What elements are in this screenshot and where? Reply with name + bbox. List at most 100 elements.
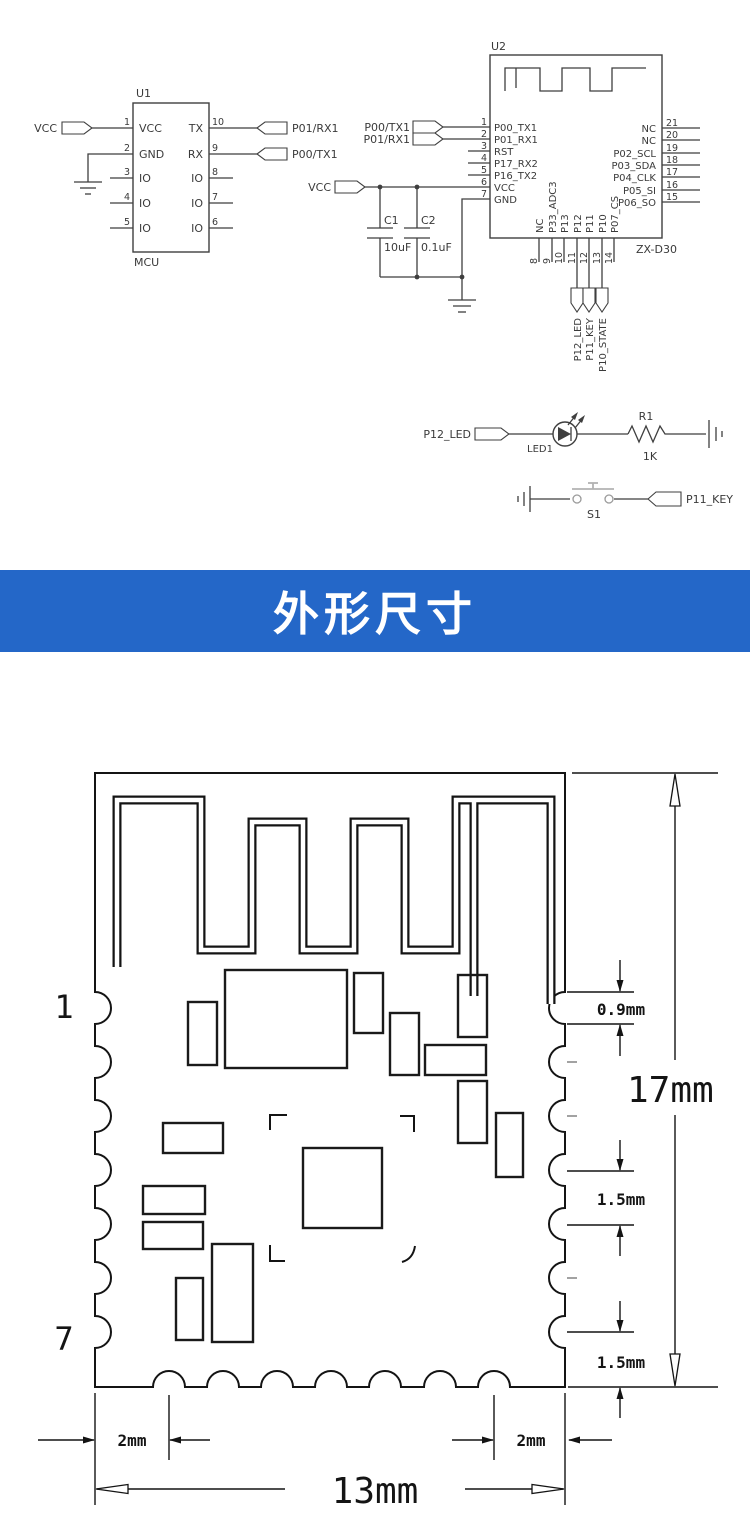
u1-pin-number: 6 xyxy=(212,217,218,228)
component xyxy=(210,1242,255,1344)
u2-pin-number: 4 xyxy=(481,153,487,164)
u1-ref: U1 xyxy=(136,87,151,100)
u2-ground-icon xyxy=(448,299,476,313)
u1-pin-number: 8 xyxy=(212,167,218,178)
u2-pin-number: 5 xyxy=(481,165,487,176)
shield-corner-mark xyxy=(400,1115,415,1132)
u2-pin-number: 19 xyxy=(666,143,678,154)
u1-pin-number: 7 xyxy=(212,192,218,203)
resistor-icon xyxy=(627,424,670,444)
u1-pin-number: 4 xyxy=(124,192,130,203)
dim-width-text: 13mm xyxy=(332,1471,419,1512)
u2-pin-name: P12 xyxy=(573,214,584,233)
component xyxy=(186,1000,219,1067)
dim-pitch-bottom-text: 1.5mm xyxy=(597,1353,646,1372)
dim-pad-text: 0.9mm xyxy=(597,1000,646,1019)
u1-pin-name: IO xyxy=(191,222,203,235)
pushbutton-icon xyxy=(572,482,614,504)
pcb-antenna xyxy=(112,795,556,1004)
u2-pin-number: 10 xyxy=(554,252,565,264)
u2-pin-number: 1 xyxy=(481,117,487,128)
p11key-tag-icon xyxy=(582,287,596,313)
component xyxy=(456,973,489,1039)
vcc-tag-icon xyxy=(334,180,366,194)
section-title: 外形尺寸 xyxy=(273,587,477,641)
u1-pin-number: 9 xyxy=(212,143,218,154)
u2-pin-number: 2 xyxy=(481,129,487,140)
dim-pitch-mid: 1.5mm xyxy=(567,1140,645,1256)
rotated-ground-icon xyxy=(517,486,531,512)
p00tx1-tag-icon xyxy=(256,147,288,161)
u2-module: U2 ZX-D30 1 2 3 4 5 6 7 P00_TX1 P01_RX1 … xyxy=(365,40,700,300)
shield-corner-mark xyxy=(401,1245,416,1263)
capacitor-c2-icon xyxy=(404,187,430,277)
u2-pin-name: RST xyxy=(494,147,514,158)
u2-pin-name: VCC xyxy=(494,183,515,194)
u2-pin-number: 11 xyxy=(567,252,578,264)
u2-net-tags: P00/TX1 P01/RX1 VCC P12_LED P11_KEY P10_… xyxy=(308,120,609,372)
main-chip xyxy=(301,1146,384,1230)
component xyxy=(456,1079,489,1145)
p10state-tag-icon xyxy=(595,287,609,313)
u2-pin-name: P17_RX2 xyxy=(494,159,538,170)
c2-ref: C2 xyxy=(421,214,436,227)
p11key-net-label: P11_KEY xyxy=(585,317,596,361)
u1-part: MCU xyxy=(134,256,159,269)
component xyxy=(388,1011,421,1077)
u1-ground-icon xyxy=(74,181,102,195)
component xyxy=(141,1184,207,1216)
p01rx1-net-label: P01/RX1 xyxy=(292,122,339,135)
pin7-label: 7 xyxy=(54,1320,73,1358)
component xyxy=(223,968,349,1070)
vcc-net-label: VCC xyxy=(308,181,331,194)
component xyxy=(174,1276,205,1342)
pin1-label: 1 xyxy=(54,988,73,1026)
u2-pin-number: 13 xyxy=(592,252,603,264)
p01rx1-tag-icon xyxy=(256,121,288,135)
u2-pin-name: GND xyxy=(494,195,517,206)
dim-margin-right-text: 2mm xyxy=(517,1431,546,1450)
u2-pin-name: P01_RX1 xyxy=(494,135,538,146)
antenna-icon xyxy=(504,67,646,92)
u2-pin-number: 16 xyxy=(666,180,678,191)
u1-pin-name: IO xyxy=(139,197,151,210)
dim-pad: 0.9mm xyxy=(567,960,645,1056)
vcc-tag-icon xyxy=(61,121,93,135)
p00tx1-net-label: P00/TX1 xyxy=(292,148,338,161)
p01rx1-net-label: P01/RX1 xyxy=(363,133,410,146)
component xyxy=(423,1043,488,1077)
u2-pin-name: P04_CLK xyxy=(613,173,656,184)
p12led-tag-icon xyxy=(474,427,510,441)
u2-body xyxy=(489,54,663,239)
c1-ref: C1 xyxy=(384,214,399,227)
dimension-drawing: 1 7 0.9mm 17mm 1.5mm 1.5mm xyxy=(38,772,718,1512)
dim-pitch-mid-text: 1.5mm xyxy=(597,1190,646,1209)
module-outline xyxy=(94,772,566,1388)
module-components xyxy=(141,968,525,1344)
u2-pin-number: 20 xyxy=(666,130,678,141)
p12led-net-label: P12_LED xyxy=(573,318,584,362)
u2-pin-name: P10 xyxy=(598,214,609,233)
component xyxy=(494,1111,525,1179)
u2-pin-number: 17 xyxy=(666,167,678,178)
c2-value: 0.1uF xyxy=(421,241,452,254)
schematic: U1 MCU 1 2 3 4 5 VCC GND IO IO IO 10 xyxy=(34,40,733,521)
u2-pin-name: P05_SI xyxy=(623,186,656,197)
led-icon xyxy=(552,412,585,447)
u2-pin-name: P07_CS xyxy=(610,196,621,233)
dim-height-text: 17mm xyxy=(627,1070,714,1111)
u2-pin-number: 9 xyxy=(542,258,553,264)
dim-pitch-bottom: 1.5mm xyxy=(567,1301,645,1418)
u2-pin-name: P02_SCL xyxy=(613,149,656,160)
dim-margins: 2mm 2mm xyxy=(38,1393,612,1505)
u2-pin-number: 3 xyxy=(481,141,487,152)
u2-pin-name: P16_TX2 xyxy=(494,171,537,182)
u1-pin-name: GND xyxy=(139,148,164,161)
p00tx1-net-label: P00/TX1 xyxy=(364,121,410,134)
s1-ref: S1 xyxy=(587,508,601,521)
p11key-net-label: P11_KEY xyxy=(686,493,733,506)
u1-pin-name: IO xyxy=(191,172,203,185)
u2-pin-name: NC xyxy=(535,219,546,233)
u1-pin2-wire xyxy=(87,153,133,182)
